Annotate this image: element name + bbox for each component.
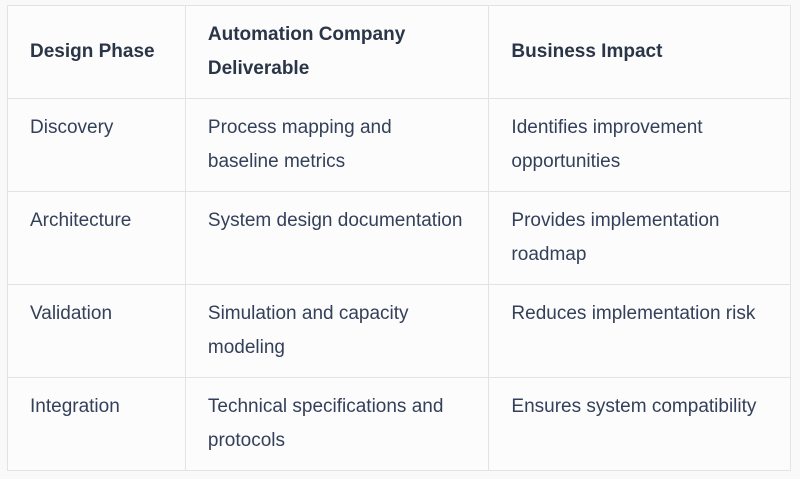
- cell-phase: Discovery: [7, 98, 186, 192]
- table-row: Integration Technical specifications and…: [7, 377, 791, 471]
- cell-impact: Ensures system compatibility: [488, 377, 791, 471]
- cell-deliverable: Technical specifications and protocols: [184, 377, 490, 471]
- cell-impact: Reduces implementation risk: [488, 284, 791, 378]
- cell-impact: Provides implementation roadmap: [488, 191, 791, 285]
- cell-deliverable: System design documentation: [184, 191, 490, 285]
- cell-phase: Architecture: [7, 191, 186, 285]
- header-design-phase: Design Phase: [7, 5, 186, 99]
- cell-phase: Validation: [7, 284, 186, 378]
- table-row: Validation Simulation and capacity model…: [7, 284, 791, 378]
- table-row: Discovery Process mapping and baseline m…: [7, 98, 791, 192]
- header-business-impact: Business Impact: [488, 5, 791, 99]
- table-row: Architecture System design documentation…: [7, 191, 791, 285]
- table-header-row: Design Phase Automation Company Delivera…: [7, 5, 791, 99]
- cell-deliverable: Simulation and capacity modeling: [184, 284, 490, 378]
- cell-impact: Identifies improvement opportunities: [488, 98, 791, 192]
- header-deliverable: Automation Company Deliverable: [184, 5, 490, 99]
- cell-phase: Integration: [7, 377, 186, 471]
- cell-deliverable: Process mapping and baseline metrics: [184, 98, 490, 192]
- design-phase-table: Design Phase Automation Company Delivera…: [7, 5, 791, 471]
